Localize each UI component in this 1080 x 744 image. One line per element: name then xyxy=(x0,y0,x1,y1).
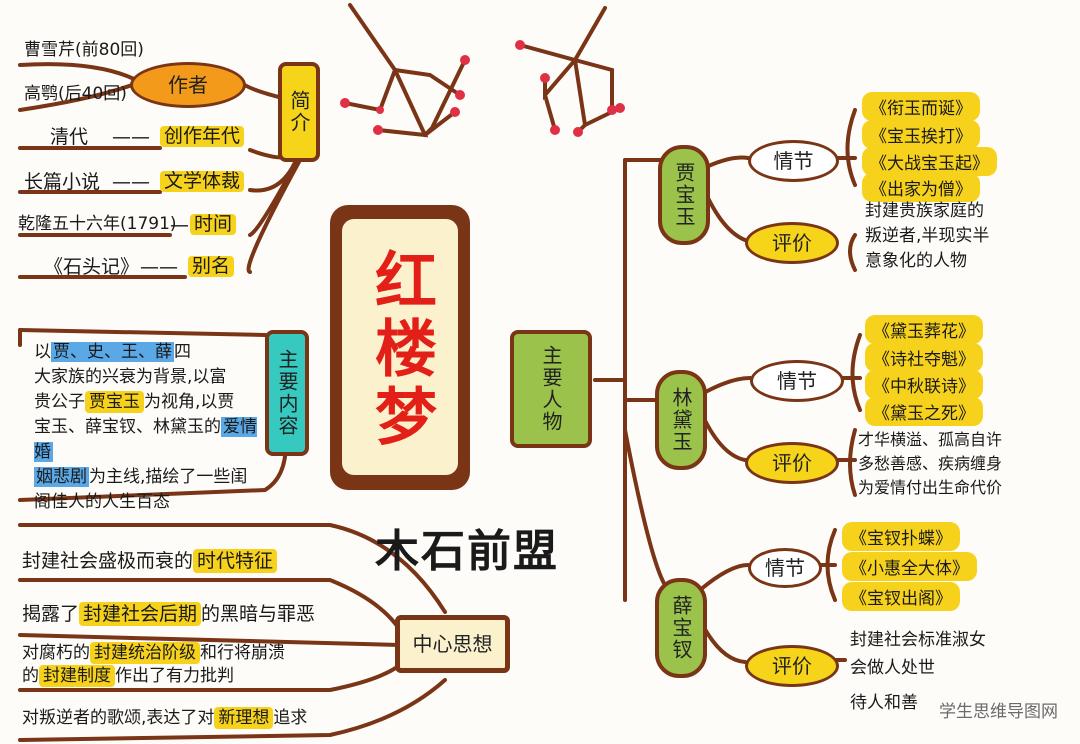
character-node-xue-baochai: 薛宝钗 xyxy=(655,578,707,678)
pingjia-oval: 评价 xyxy=(745,222,839,264)
plot-item: 《诗社夺魁》 xyxy=(865,343,983,372)
neirong-text: 为主线,描绘了一些闺 xyxy=(89,467,248,487)
eval-line: 多愁善感、疾病缠身 xyxy=(858,454,1003,473)
plot-item: 《黛玉葬花》 xyxy=(865,315,983,344)
plot-item: 《出家为僧》 xyxy=(862,173,980,202)
neirong-paragraph: 以贾、史、王、薛四 大家族的兴衰为背景,以富 贵公子贾宝玉为视角,以贾 宝玉、薛… xyxy=(34,340,264,515)
author-1: 曹雪芹(前80回) xyxy=(24,40,144,60)
eval-line: 意象化的人物 xyxy=(865,251,967,271)
character-node-jia-baoyu: 贾宝玉 xyxy=(658,145,710,245)
plot-item: 《大战宝玉起》 xyxy=(862,147,997,176)
jianjie-row-right: 创作年代 xyxy=(160,126,245,147)
watermark: 学生思维导图网 xyxy=(939,702,1058,722)
neirong-text: 以 xyxy=(34,342,51,362)
sixiang-line: 揭露了封建社会后期的黑暗与罪恶 xyxy=(22,602,316,626)
neirong-text: 四 xyxy=(174,342,191,362)
zuozhe-label: 作者 xyxy=(168,73,208,97)
plot-item: 《宝玉挨打》 xyxy=(862,120,980,149)
plot-item: 《宝钗出阁》 xyxy=(842,582,960,611)
title-text: 红楼梦 xyxy=(364,248,437,452)
mu-shi-qian-meng: 木石前盟 xyxy=(375,526,559,577)
eval-line: 会做人处世 xyxy=(850,658,935,678)
jianjie-node: 简介 xyxy=(278,62,320,162)
neirong-text: 为视角,以贾 xyxy=(144,392,235,412)
author-2: 高鹗(后40回) xyxy=(24,84,127,104)
jianjie-row-left: 《石头记》 xyxy=(44,256,140,278)
eval-line: 待人和善 xyxy=(850,693,918,713)
neirong-text: 大家族的兴衰为背景,以富 xyxy=(34,367,227,387)
eval-line: 才华横溢、孤高自许 xyxy=(858,430,1003,449)
eval-line: 为爱情付出生命代价 xyxy=(858,478,1003,497)
neirong-highlight: 贾、史、王、薛 xyxy=(51,342,174,362)
sixiang-line: 对叛逆者的歌颂,表达了对新理想追求 xyxy=(22,707,308,729)
jianjie-row-dash: —— xyxy=(112,171,150,193)
plot-item: 《中秋联诗》 xyxy=(865,370,983,399)
neirong-text: 宝玉、薛宝钗、林黛玉的 xyxy=(34,417,221,437)
plot-item: 《衔玉而诞》 xyxy=(862,92,980,121)
jianjie-row-right: 时间 xyxy=(190,214,237,235)
jianjie-row-dash: —— xyxy=(112,126,150,148)
plot-item: 《宝钗扑蝶》 xyxy=(842,522,960,551)
pingjia-oval: 评价 xyxy=(745,442,839,484)
eval-line: 叛逆者,半现实半 xyxy=(865,226,990,246)
sixiang-line: 对腐朽的封建统治阶级和行将崩溃 xyxy=(22,642,285,664)
zuozhe-node: 作者 xyxy=(130,62,246,108)
jianjie-row-left: 乾隆五十六年(1791) xyxy=(18,214,177,234)
character-node-lin-daiyu: 林黛玉 xyxy=(655,370,707,470)
jianjie-row-dash: —— xyxy=(140,256,178,278)
sixiang-node: 中心思想 xyxy=(395,615,510,673)
qingjie-oval: 情节 xyxy=(748,140,839,182)
renwu-node: 主要人物 xyxy=(510,330,592,448)
jianjie-row-left: 清代 xyxy=(50,126,89,148)
jianjie-row-left: 长篇小说 xyxy=(24,171,101,193)
neirong-text: 阁佳人的人生百态 xyxy=(34,492,170,512)
qingjie-oval: 情节 xyxy=(748,548,822,588)
eval-line: 封建贵族家庭的 xyxy=(865,201,984,221)
plot-item: 《黛玉之死》 xyxy=(865,397,983,426)
jianjie-row-dash: — xyxy=(170,214,189,236)
title-card: 红楼梦 xyxy=(330,205,470,490)
neirong-highlight: 姻悲剧 xyxy=(34,467,89,487)
sixiang-line: 的封建制度作出了有力批判 xyxy=(22,665,234,687)
pingjia-oval: 评价 xyxy=(745,645,839,687)
neirong-node: 主要内容 xyxy=(265,330,309,456)
sixiang-line: 封建社会盛极而衰的时代特征 xyxy=(22,549,278,573)
neirong-highlight: 贾宝玉 xyxy=(85,391,144,413)
eval-line: 封建社会标准淑女 xyxy=(850,630,986,650)
neirong-text: 贵公子 xyxy=(34,392,85,412)
jianjie-row-right: 文学体裁 xyxy=(160,171,245,192)
qingjie-oval: 情节 xyxy=(750,360,844,402)
plot-item: 《小惠全大体》 xyxy=(842,552,977,581)
jianjie-row-right: 别名 xyxy=(188,256,235,277)
